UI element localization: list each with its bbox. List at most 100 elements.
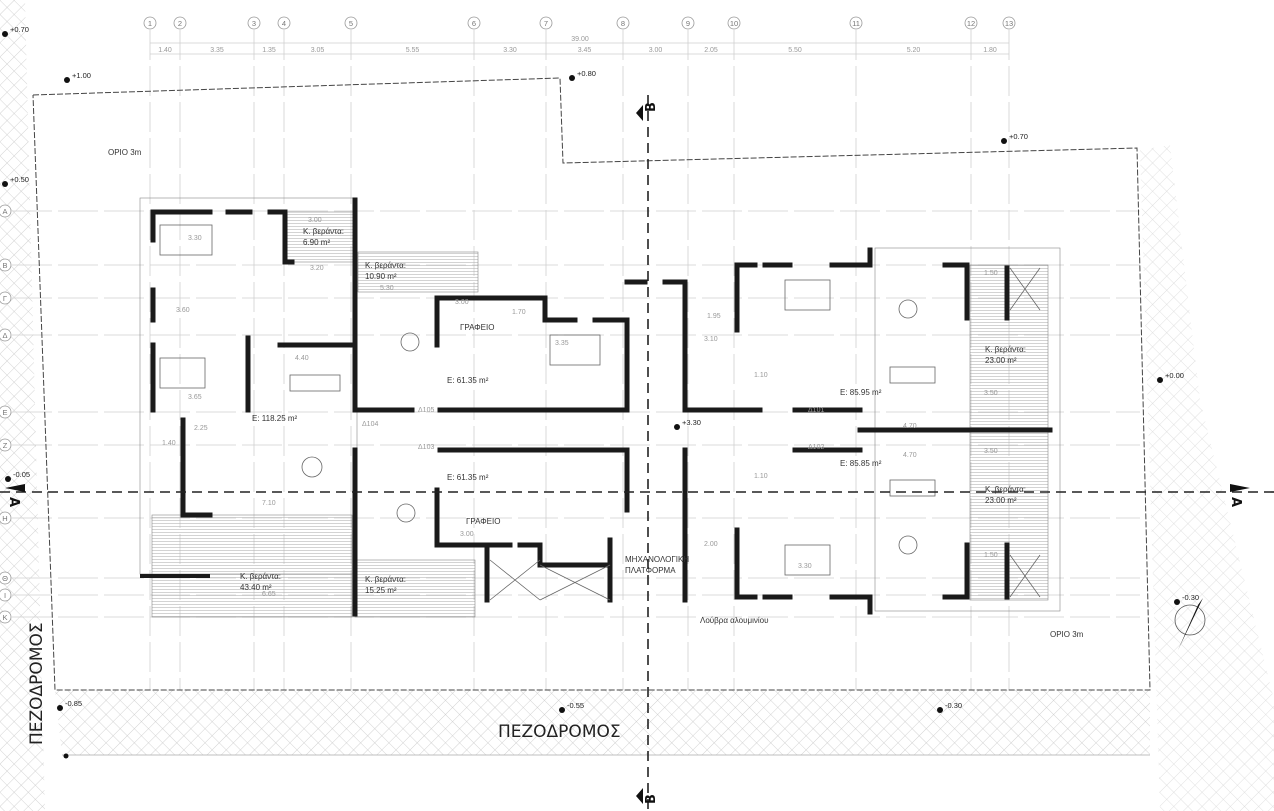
grid-column-id: 6 — [472, 19, 476, 28]
door-tag: Δ105 — [418, 407, 434, 414]
grid-span: 1.35 — [262, 47, 276, 54]
grid-span: 1.80 — [983, 47, 997, 54]
setback-label: ΟΡΙΟ 3m — [108, 148, 142, 157]
section-lines — [0, 95, 1274, 811]
grid-column-bubble — [467, 16, 481, 30]
grid-column-id: 7 — [544, 19, 548, 28]
north-arrow-icon — [1174, 598, 1206, 650]
grid-column-bubble — [849, 16, 863, 30]
grid-row-id: B — [2, 261, 7, 270]
section-b-marker: B — [644, 102, 659, 112]
grid-row-id: Θ — [2, 574, 8, 583]
room-area: 15.25 m² — [365, 586, 397, 595]
grid-row-bubble — [0, 405, 12, 419]
walls — [140, 197, 1053, 617]
dimension-label: 3.10 — [704, 336, 718, 343]
grid-row-id: Z — [3, 441, 8, 450]
dimension-label: 3.30 — [188, 235, 202, 242]
elevation-label: +0.70 — [1009, 132, 1028, 141]
grid-row-id: Δ — [2, 331, 7, 340]
room-label: ΓΡΑΦΕΙΟ — [460, 323, 494, 332]
room-label: E: 61.35 m² — [447, 376, 489, 385]
room-area: 10.90 m² — [365, 272, 397, 281]
grid-column-id: 2 — [178, 19, 182, 28]
grid-span: 5.55 — [406, 47, 420, 54]
room-label: E: 85.95 m² — [840, 388, 882, 397]
dimension-label: 3.60 — [176, 307, 190, 314]
grid-column-bubble — [727, 16, 741, 30]
door-tag: Δ101 — [808, 407, 824, 414]
door-tag: Δ104 — [362, 421, 378, 428]
grid-column-bubble — [964, 16, 978, 30]
grid-span: 3.35 — [210, 47, 224, 54]
grid-span: 3.05 — [311, 47, 325, 54]
road-label: ΠΕΖΟΔΡΟΜΟΣ — [498, 722, 621, 742]
room-label: E: 118.25 m² — [252, 414, 298, 423]
overall-dimension: 39.00 — [571, 36, 589, 43]
dimension-label: 5.30 — [380, 285, 394, 292]
dimension-label: 3.00 — [455, 299, 469, 306]
room-area: 6.90 m² — [303, 238, 330, 247]
dimension-label: 2.00 — [704, 541, 718, 548]
grid-row-bubble — [0, 511, 12, 525]
grid-row-bubble — [0, 204, 12, 218]
dimension-label: 4.70 — [903, 423, 917, 430]
grid-column-id: 4 — [282, 19, 286, 28]
grid-row-bubble — [0, 438, 12, 452]
room-label: E: 61.35 m² — [447, 473, 489, 482]
level-marker-icon — [1157, 377, 1163, 383]
room-label: Κ. βεράντα: — [365, 575, 406, 584]
dimension-label: 3.35 — [555, 340, 569, 347]
grid-column-id: 1 — [148, 19, 152, 28]
grid-row-bubble — [0, 571, 12, 585]
plan-labels: +0.70+1.00+0.80+0.70+0.50-0.05+0.00-0.85… — [2, 25, 1243, 804]
elevation-label: -0.30 — [1182, 593, 1199, 602]
grid-row-id: H — [2, 514, 7, 523]
grid-row-id: Γ — [3, 294, 7, 303]
grid-column-id: 10 — [730, 19, 738, 28]
grid-column-id: 5 — [349, 19, 353, 28]
section-b-marker: B — [644, 794, 659, 804]
grid-span: 5.50 — [788, 47, 802, 54]
level-marker-icon — [1174, 599, 1180, 605]
grid-row-id: I — [4, 591, 6, 600]
room-label: Κ. βεράντα: — [365, 261, 406, 270]
grid-span: 5.20 — [907, 47, 921, 54]
setback-label: ΟΡΙΟ 3m — [1050, 630, 1084, 639]
dimension-label: 7.10 — [262, 500, 276, 507]
furniture — [159, 224, 1041, 601]
dimension-label: 4.70 — [903, 452, 917, 459]
level-marker-icon — [569, 75, 575, 81]
grid-row-id: K — [2, 613, 7, 622]
section-a-marker: A — [6, 497, 21, 507]
room-area: 23.00 m² — [985, 356, 1017, 365]
dimension-label: 1.10 — [754, 372, 768, 379]
room-label: E: 85.85 m² — [840, 459, 882, 468]
elevation-label: -0.30 — [945, 701, 962, 710]
dimension-label: 3.30 — [798, 563, 812, 570]
dimension-label: 1.10 — [754, 473, 768, 480]
grid-span: 3.45 — [578, 47, 592, 54]
dimension-label: 2.25 — [194, 425, 208, 432]
dimension-label: 3.65 — [188, 394, 202, 401]
grid-column-bubble — [247, 16, 261, 30]
elevation-label: +1.00 — [72, 71, 91, 80]
dimension-label: 3.00 — [308, 217, 322, 224]
room-label: Κ. βεράντα: — [303, 227, 344, 236]
dimension-label: 1.40 — [162, 440, 176, 447]
dimension-label: 1.50 — [984, 270, 998, 277]
elevation-label: +3.30 — [682, 418, 701, 427]
room-label: Λούβρα αλουμινίου — [700, 616, 768, 625]
grid-row-bubble — [0, 588, 12, 602]
grid-span: 3.00 — [649, 47, 663, 54]
room-label: Κ. βεράντα: — [985, 345, 1026, 354]
level-marker-icon — [2, 31, 8, 37]
dimension-label: 1.95 — [707, 313, 721, 320]
level-marker-icon — [5, 476, 11, 482]
elevation-label: +0.50 — [10, 175, 29, 184]
grid-span: 3.30 — [503, 47, 517, 54]
door-tag: Δ103 — [418, 444, 434, 451]
grid-column-id: 11 — [852, 19, 860, 28]
grid-row-bubble — [0, 258, 12, 272]
